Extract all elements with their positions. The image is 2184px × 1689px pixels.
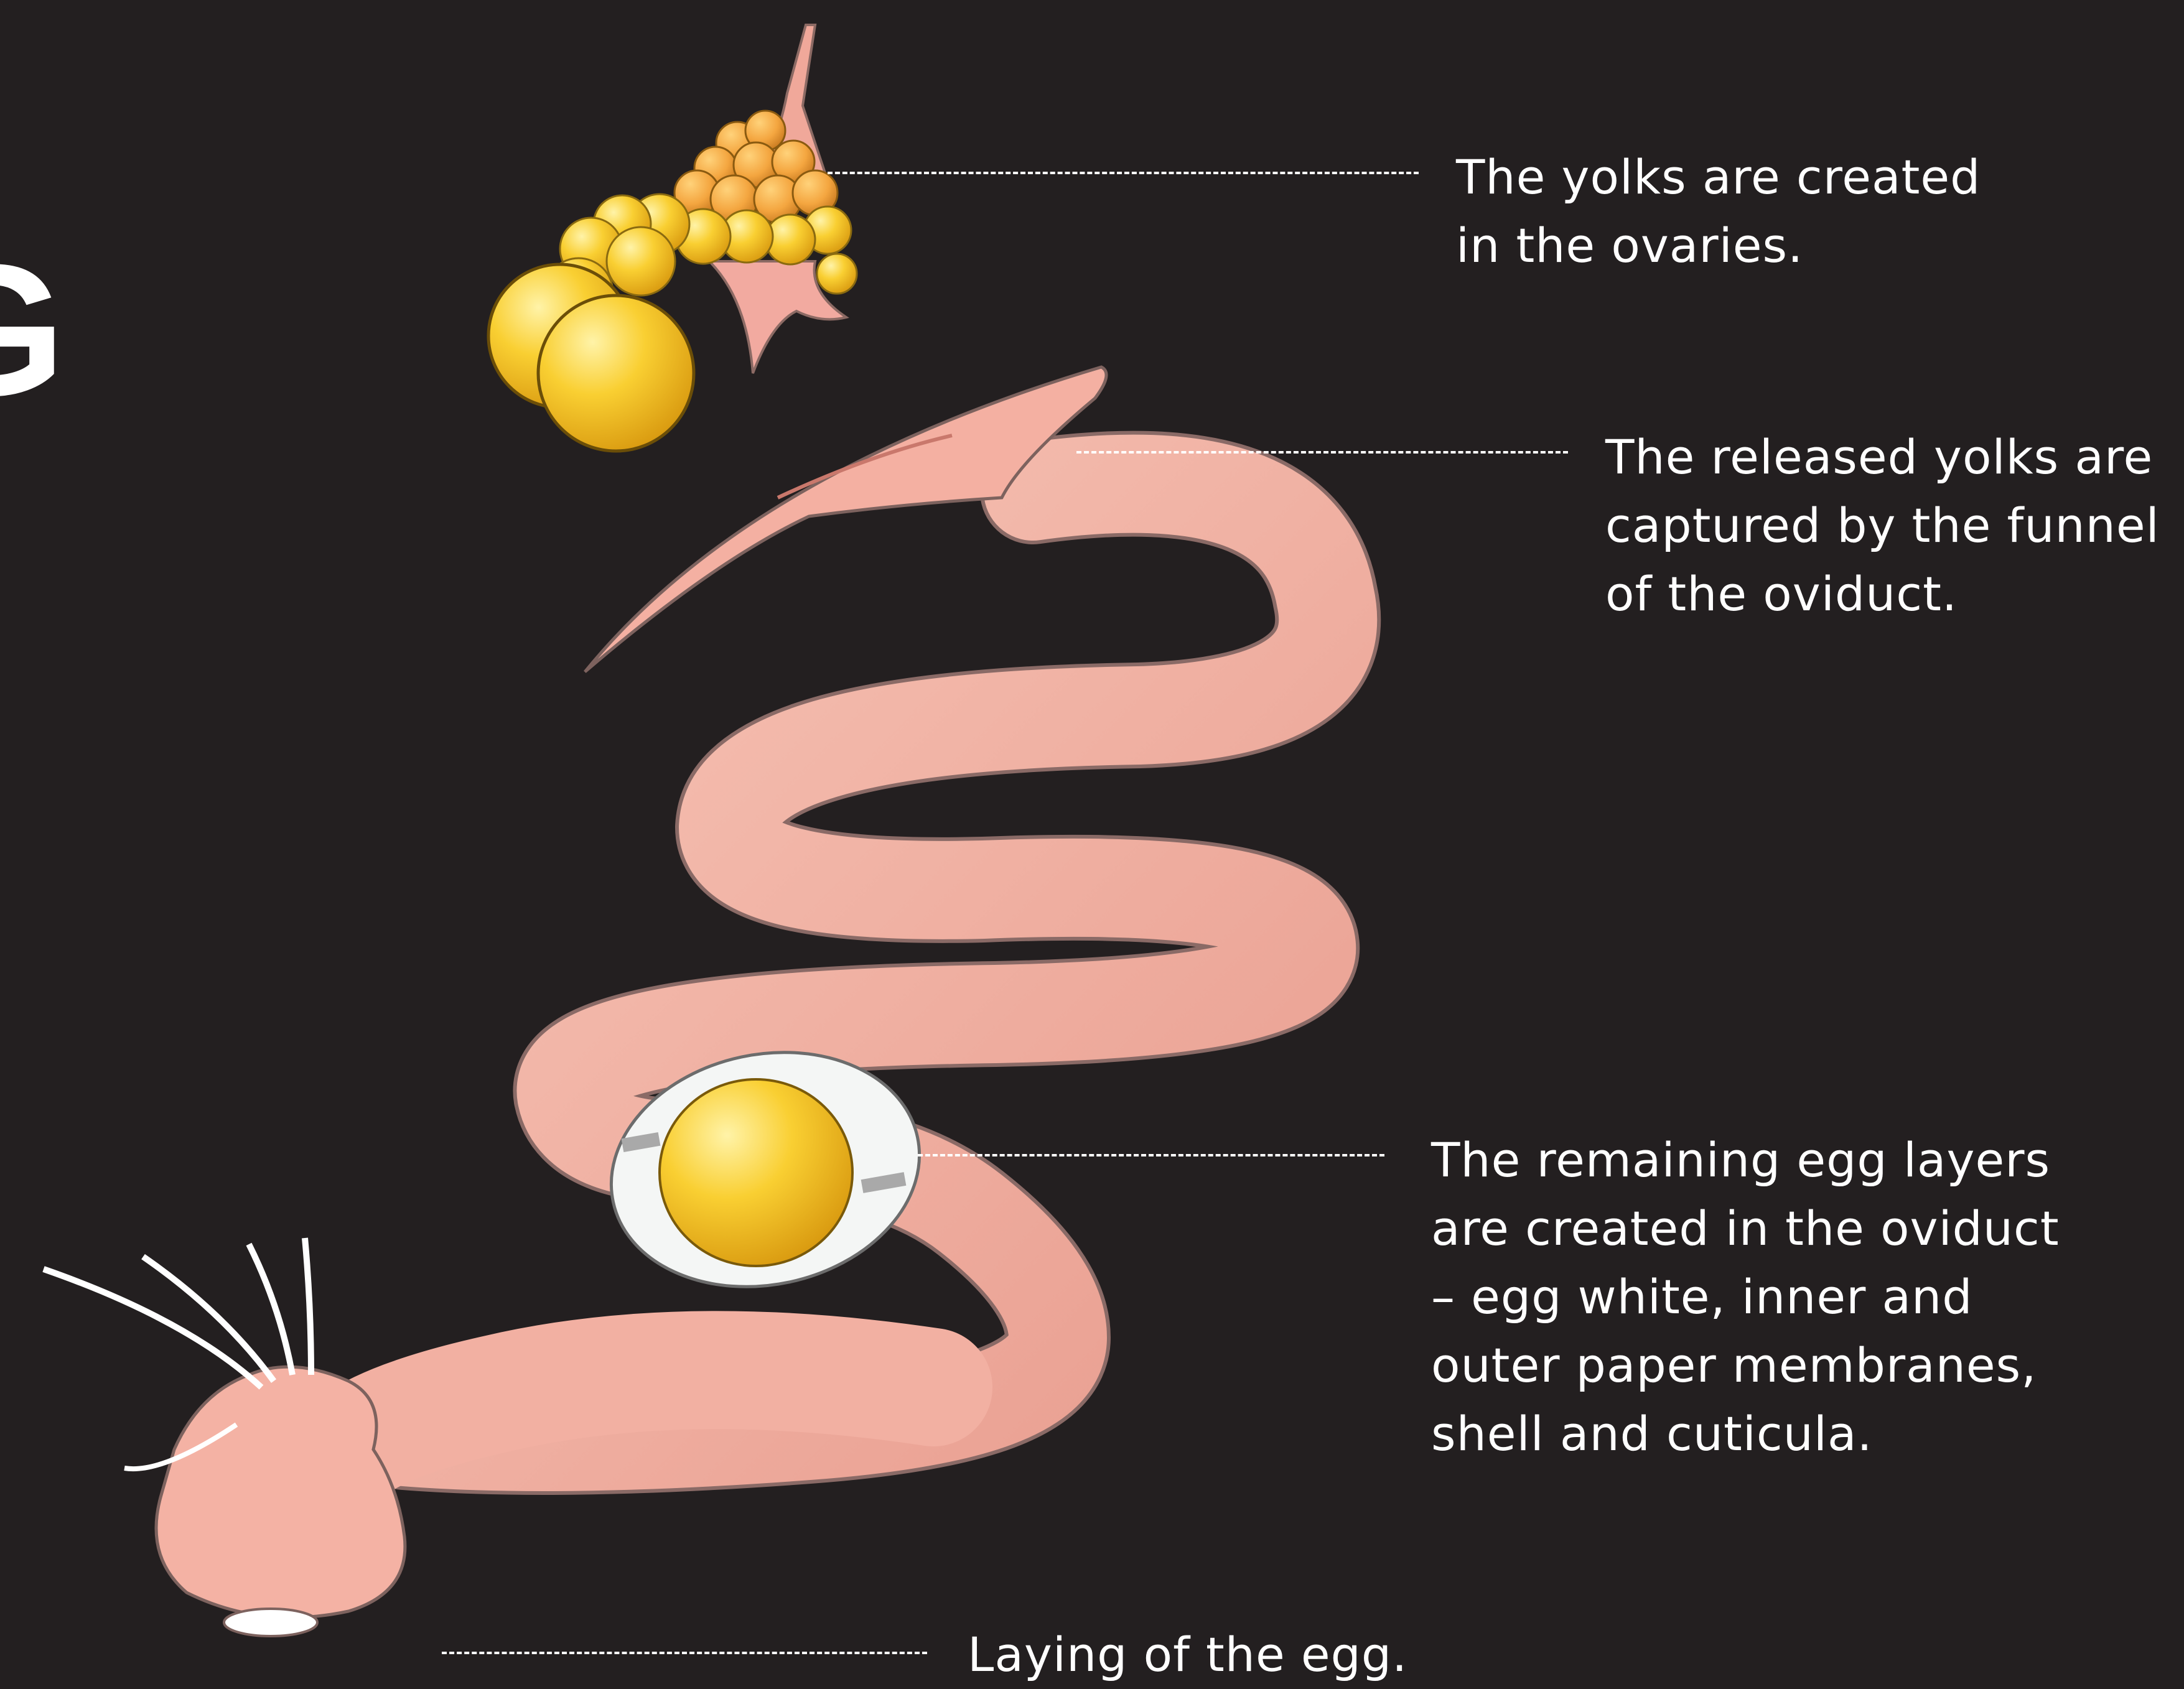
leader-line-funnel [1076, 451, 1568, 454]
label-line: in the ovaries. [1456, 212, 1981, 280]
label-oviduct: The remaining egg layers are created in … [1431, 1126, 2060, 1468]
laid-egg [224, 1609, 317, 1636]
label-funnel: The released yolks are captured by the f… [1605, 423, 2160, 628]
label-line: of the oviduct. [1605, 560, 2160, 628]
ovary-group [488, 25, 857, 451]
label-ovaries: The yolks are created in the ovaries. [1456, 143, 1981, 280]
label-line: outer paper membranes, [1431, 1331, 2060, 1400]
label-line: The remaining egg layers [1431, 1126, 2060, 1194]
label-line: The released yolks are [1605, 423, 2160, 491]
heading-fragment: G [0, 236, 65, 423]
label-laying: Laying of the egg. [968, 1621, 1407, 1689]
label-line: are created in the oviduct [1431, 1194, 2060, 1263]
egg-yolk [660, 1079, 852, 1266]
label-line: Laying of the egg. [968, 1621, 1407, 1689]
label-line: captured by the funnel [1605, 491, 2160, 560]
leader-line-laying [442, 1652, 927, 1654]
label-line: The yolks are created [1456, 143, 1981, 212]
cloaca [44, 1238, 405, 1636]
large-yolk-2 [538, 295, 694, 451]
label-line: – egg white, inner and [1431, 1263, 2060, 1331]
leader-line-ovaries [828, 172, 1419, 174]
label-line: shell and cuticula. [1431, 1400, 2060, 1468]
leader-line-oviduct [918, 1154, 1384, 1156]
oviduct [348, 484, 1328, 1449]
